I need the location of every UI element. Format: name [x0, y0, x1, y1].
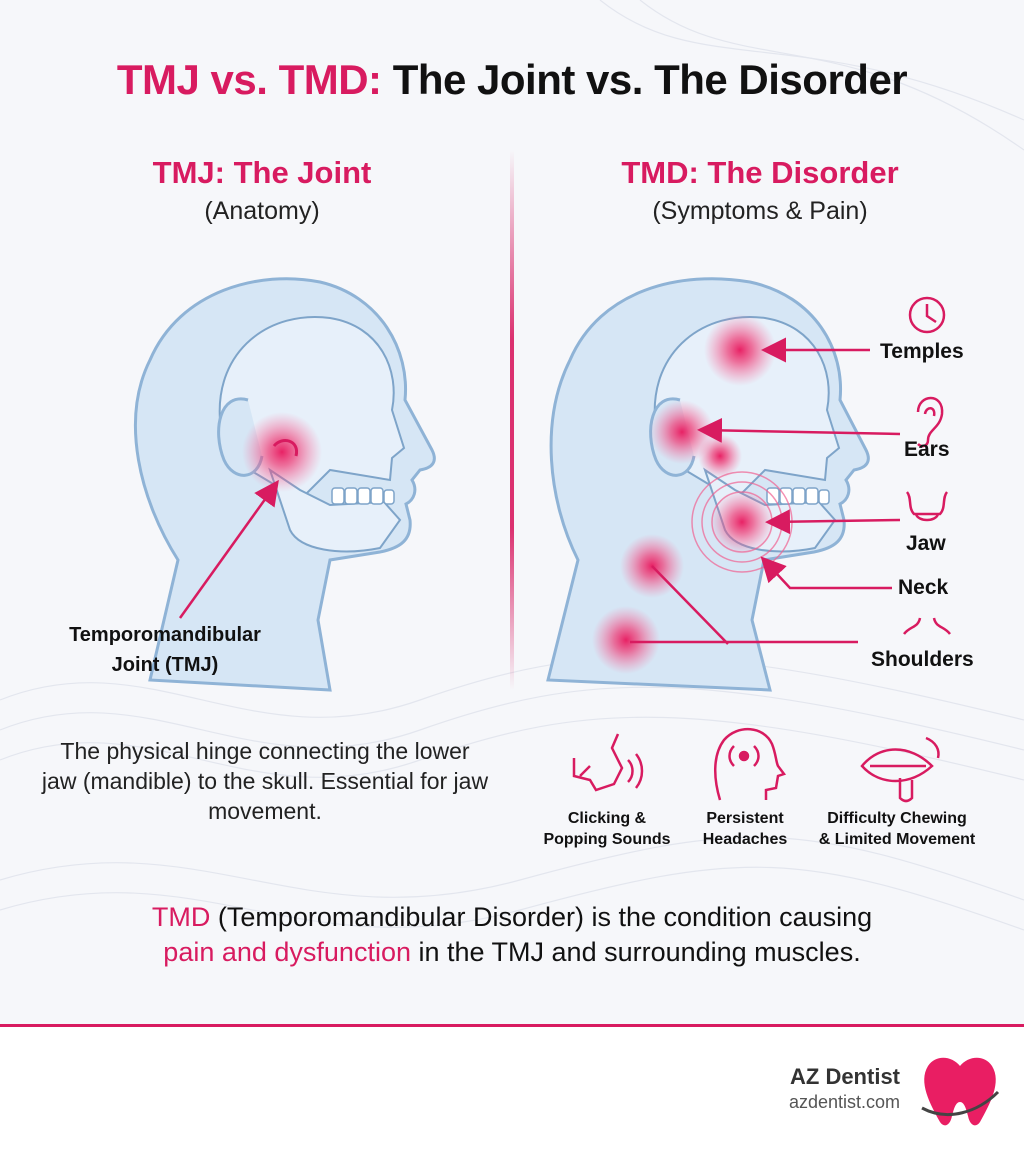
left-mandible — [268, 467, 402, 553]
left-tmj-glow — [242, 412, 322, 492]
jaw-pain-glow — [710, 490, 774, 554]
summary-term: TMD — [151, 902, 211, 932]
jaw-arrow — [765, 509, 901, 535]
symptom-chewing: Difficulty Chewing & Limited Movement — [812, 804, 982, 850]
summary-text: TMD (Temporomandibular Disorder) is the … — [40, 900, 984, 970]
tmj-head-illustration — [133, 277, 436, 692]
disorder-header: TMD: The Disorder (Symptoms & Pain) — [560, 155, 960, 226]
symptom-clicking: Clicking & Popping Sounds — [522, 804, 692, 850]
footer-divider — [0, 1024, 1024, 1027]
tmj-callout-label: Temporomandibular Joint (TMJ) — [69, 624, 261, 676]
tmd-head-illustration — [546, 277, 901, 692]
joint-subheading: (Anatomy) — [204, 197, 320, 225]
joint-description: The physical hinge connecting the lower … — [41, 738, 489, 824]
symptom-clicking-label: Clicking & Popping Sounds — [543, 810, 671, 848]
ears-arrow — [697, 417, 901, 443]
tooth-logo-icon — [921, 1057, 1000, 1126]
brand-name: AZ Dentist — [790, 1064, 900, 1089]
title-rest: The Joint vs. The Disorder — [381, 56, 908, 103]
ears-pain-glow — [650, 400, 714, 464]
title-highlight: TMJ vs. TMD: — [116, 56, 382, 103]
page-title: TMJ vs. TMD: The Joint vs. The Disorder — [0, 56, 1024, 104]
ear-icon — [916, 396, 944, 448]
symptom-headaches-label: Persistent Headaches — [702, 810, 788, 848]
clicking-jaw-icon — [572, 733, 644, 792]
pain-label-ears: Ears — [904, 438, 950, 461]
tmj-callout-line — [178, 479, 279, 619]
pain-label-shoulders: Shoulders — [871, 648, 974, 671]
symptom-chewing-label: Difficulty Chewing & Limited Movement — [818, 810, 976, 848]
illustrations — [133, 277, 951, 803]
temples-pain-glow — [704, 314, 776, 386]
background-wave-lines — [0, 0, 1024, 931]
pain-label-neck: Neck — [898, 576, 949, 599]
joint-heading: TMJ: The Joint — [152, 155, 372, 190]
summary-part2: in the TMJ and surrounding muscles. — [410, 937, 861, 967]
chewing-icon — [860, 736, 940, 803]
jaw-icon — [905, 491, 949, 522]
pain-label-temples: Temples — [880, 340, 964, 363]
brand-url: azdentist.com — [788, 1092, 900, 1112]
pain-label-jaw: Jaw — [906, 532, 946, 555]
center-divider — [510, 150, 514, 690]
summary-part1: (Temporomandibular Disorder) is the cond… — [210, 902, 873, 932]
footer — [0, 1027, 1024, 1154]
neck-arrow — [760, 556, 892, 590]
right-teeth — [766, 487, 830, 505]
headache-icon — [713, 727, 787, 801]
clock-icon — [908, 296, 946, 334]
symptom-headaches: Persistent Headaches — [660, 804, 830, 850]
disorder-heading: TMD: The Disorder — [621, 155, 899, 190]
brand-block: AZ Dentist azdentist.com — [789, 1064, 900, 1113]
joint-header: TMJ: The Joint (Anatomy) — [62, 155, 462, 226]
left-teeth — [331, 487, 395, 505]
shoulders-icon — [903, 617, 951, 635]
summary-highlight: pain and dysfunction — [163, 937, 411, 967]
shoulders-pain-glow — [592, 606, 660, 674]
disorder-subheading: (Symptoms & Pain) — [652, 197, 868, 225]
neck-diagonal-line — [651, 565, 729, 645]
